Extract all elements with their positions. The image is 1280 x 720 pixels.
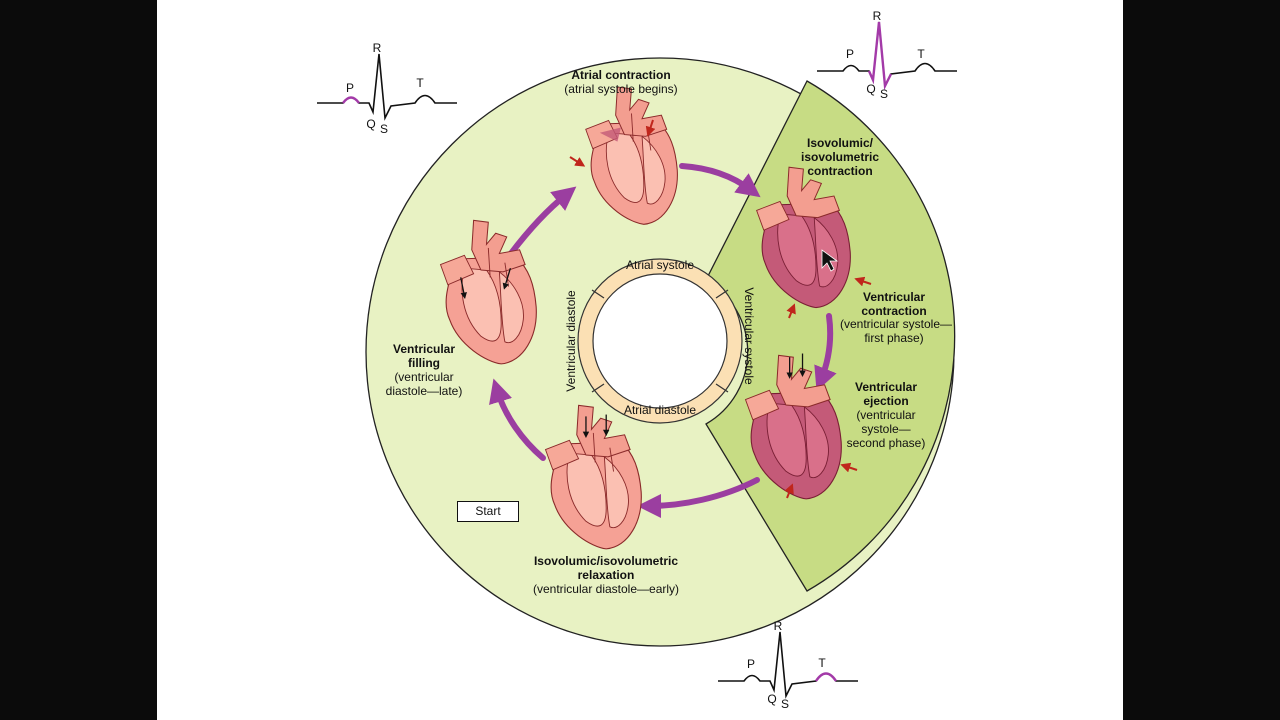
label-isovolumic-relaxation-1: Isovolumic/isovolumetric (534, 554, 678, 568)
heart-atrial-contraction (585, 86, 678, 225)
start-label-box: Start (457, 501, 519, 522)
ecg-t-label: T (917, 47, 925, 61)
heart-ventricular-ejection (744, 353, 842, 500)
label-ventricular-contraction-1: Ventricular (863, 290, 925, 304)
ring-label-atrial-systole: Atrial systole (626, 258, 694, 272)
inner-ring-hole (592, 273, 728, 409)
ecg-p-label: P (747, 657, 755, 671)
label-isovolumic-contraction-2: isovolumetric (801, 150, 879, 164)
ecg-r-label: R (373, 41, 382, 55)
arrow-atrial-to-isovolumic (679, 163, 761, 198)
label-isovolumic-contraction-3: contraction (807, 164, 872, 178)
ring-divider-top-right (715, 289, 729, 299)
ecg-r-label: R (774, 619, 783, 633)
ring-divider-bottom-left (591, 383, 605, 393)
heart-ventricular-filling (439, 219, 537, 365)
cardiac-cycle-diagram: Atrial systole Atrial diastole Ventricul… (317, 9, 957, 711)
label-isovolumic-contraction-1: Isovolumic/ (807, 136, 874, 150)
label-ventricular-contraction-2: contraction (861, 304, 926, 318)
label-isovolumic-relaxation-sub: (ventricular diastole—early) (533, 582, 679, 596)
ring-label-ventricular-systole: Ventricular systole (742, 287, 756, 385)
label-ventricular-filling-1: Ventricular (393, 342, 455, 356)
label-ventricular-contraction-sub1: (ventricular systole— (840, 317, 952, 331)
heart-isovolumic-relaxation (544, 404, 642, 550)
pressure-arrow (840, 462, 858, 473)
ring-label-atrial-diastole: Atrial diastole (624, 403, 696, 417)
label-atrial-contraction-title: Atrial contraction (571, 68, 670, 82)
ecg-s-label: S (880, 87, 888, 101)
ecg-t-label: T (818, 656, 826, 670)
ecg-q-label: Q (767, 692, 776, 706)
label-atrial-contraction-sub: (atrial systole begins) (564, 82, 677, 96)
ecg-p-label: P (846, 47, 854, 61)
ecg-trace-qrs-complex: P R Q S T (817, 9, 957, 101)
arrow-filling-to-atrial (506, 186, 577, 259)
ring-divider-top-left (591, 289, 605, 299)
ecg-p-label: P (346, 81, 354, 95)
ecg-q-label: Q (366, 117, 375, 131)
mouse-cursor-icon (821, 249, 839, 272)
cycle-arrows (489, 163, 837, 518)
label-ventricular-filling-sub1: (ventricular (394, 370, 453, 384)
ecg-trace-t-wave: P R Q S T (718, 619, 858, 711)
label-ventricular-ejection-sub3: second phase) (847, 436, 926, 450)
arrow-relaxation-to-filling (489, 378, 546, 461)
label-ventricular-ejection-1: Ventricular (855, 380, 917, 394)
label-ventricular-filling-sub2: diastole—late) (386, 384, 463, 398)
ecg-q-label: Q (866, 82, 875, 96)
label-ventricular-ejection-sub2: systole— (861, 422, 910, 436)
arrow-ejection-to-relaxation (637, 477, 760, 518)
arrow-contraction-to-ejection (814, 313, 837, 392)
pressure-arrow (786, 303, 796, 319)
pressure-arrow (569, 156, 586, 167)
label-ventricular-ejection-sub1: (ventricular (856, 408, 915, 422)
pressure-arrow (784, 483, 794, 499)
ecg-s-label: S (380, 122, 388, 136)
ring-label-ventricular-diastole: Ventricular diastole (564, 290, 578, 392)
pressure-arrow (645, 119, 656, 137)
ecg-t-label: T (416, 76, 424, 90)
label-ventricular-ejection-2: ejection (863, 394, 908, 408)
ecg-trace-p-wave: P R Q S T (317, 41, 457, 136)
label-isovolumic-relaxation-2: relaxation (578, 568, 635, 582)
slide: Atrial systole Atrial diastole Ventricul… (157, 0, 1123, 720)
ecg-s-label: S (781, 697, 789, 711)
ring-divider-bottom-right (715, 383, 729, 393)
label-ventricular-filling-2: filling (408, 356, 440, 370)
ecg-r-label: R (873, 9, 882, 23)
label-ventricular-contraction-sub2: first phase) (864, 331, 923, 345)
pressure-arrow (854, 276, 872, 287)
